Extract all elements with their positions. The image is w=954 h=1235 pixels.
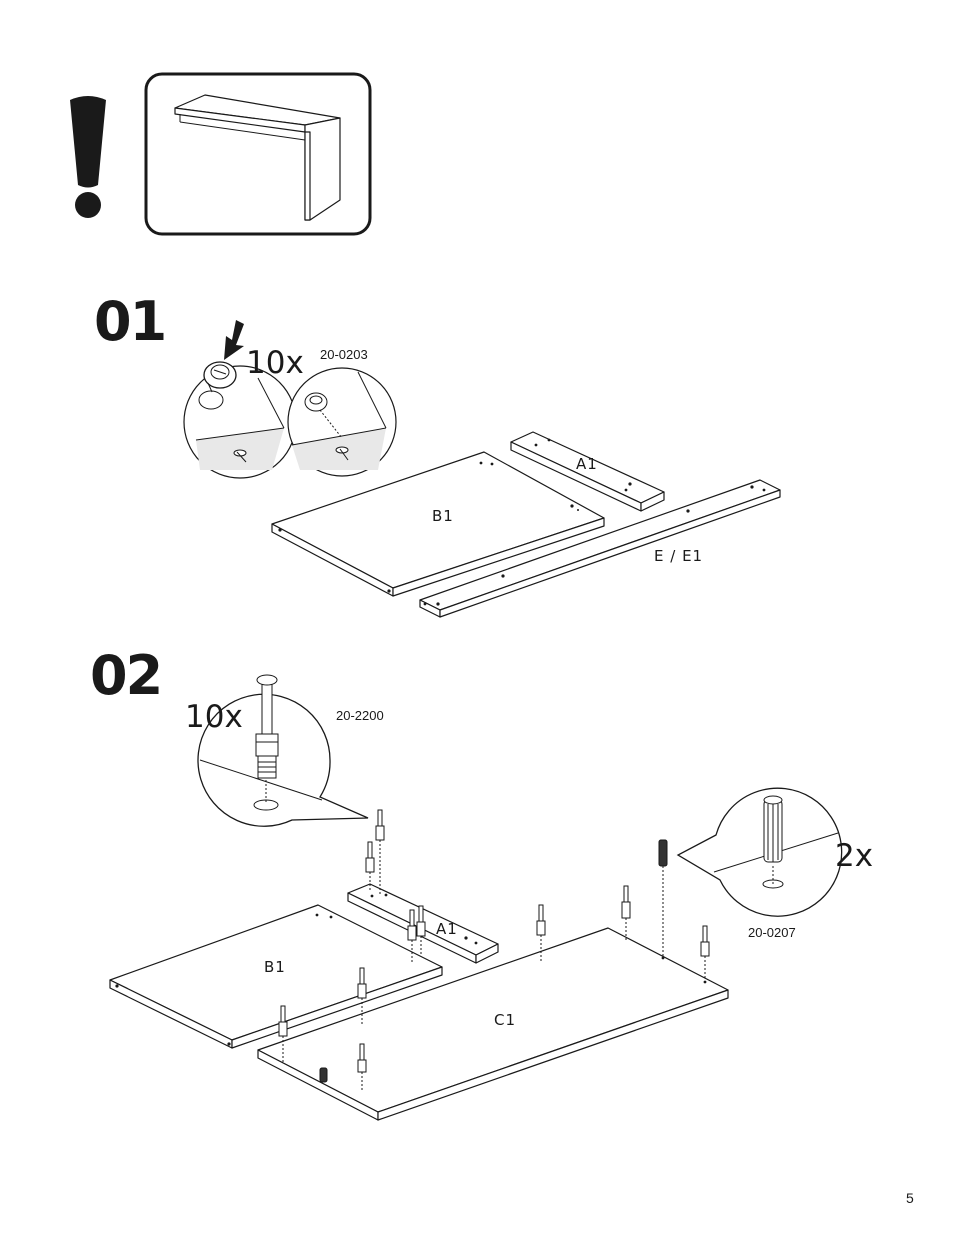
step-02: 02 10x 20-2200 [90,644,873,1121]
cam-bolt-icon [365,841,375,892]
part-label-a1: A1 [436,920,458,938]
cam-bolt-icon [416,905,426,956]
cam-bolt-icon [357,967,367,1024]
cam-bolt-icon [278,1005,288,1062]
cam-bolt-icon [407,909,417,962]
part-label-c1: C1 [494,1011,516,1029]
dowel-markers [319,839,668,1083]
fastener-code: 20-0203 [320,347,368,362]
page-number: 5 [906,1190,914,1206]
dowel-icon [763,795,783,863]
step-number: 02 [90,644,161,707]
cam-bolt-icon [621,885,631,940]
dowel-callout [676,787,843,917]
cam-bolt-icon [536,904,546,962]
cam-fitting-callout [183,320,297,479]
cam-bolt-markers [278,809,710,1092]
step-01: 01 10x 20-0203 [94,290,781,618]
cam-bolt-icon [357,1043,367,1092]
part-label-e-e1: E / E1 [654,547,703,565]
panel-c1 [257,927,729,1121]
dowel-code: 20-0207 [748,925,796,940]
rail-a1 [510,431,665,512]
dowel-icon [658,839,668,956]
warning-section [70,72,372,236]
cam-bolt-icon [255,674,279,779]
fastener-quantity: 10x [185,699,243,735]
dowel-quantity: 2x [835,838,873,874]
finished-desk-illustration [174,94,341,221]
dowel-icon [319,1067,328,1083]
fastener-code: 20-2200 [336,708,384,723]
fastener-quantity: 10x [246,345,304,381]
rail-e-e1 [419,479,781,618]
exclamation-icon [70,96,106,218]
part-label-b1: B1 [264,958,286,976]
panel-b1 [271,451,605,597]
cam-insert-callout [287,367,397,477]
cam-bolt-icon [700,925,710,980]
step-number: 01 [94,290,165,353]
cam-bolt-callout [197,674,369,827]
part-label-a1: A1 [576,455,598,473]
cam-bolt-icon [375,809,385,895]
cam-lock-icon [203,361,237,393]
part-label-b1: B1 [432,507,454,525]
arrow-down-icon [224,320,244,360]
